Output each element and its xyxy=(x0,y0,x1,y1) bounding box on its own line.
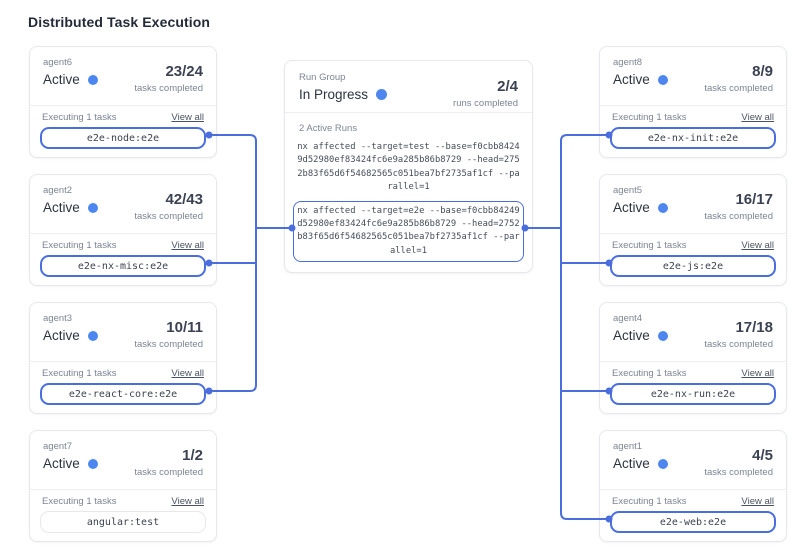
executing-label: Executing 1 tasks xyxy=(612,111,687,123)
agent-name: agent7 xyxy=(43,441,73,452)
executing-label: Executing 1 tasks xyxy=(612,495,687,507)
view-all-link[interactable]: View all xyxy=(171,111,204,123)
tasks-progress-caption: tasks completed xyxy=(134,339,203,350)
view-all-link[interactable]: View all xyxy=(741,111,774,123)
active-status-dot-icon xyxy=(87,202,98,213)
tasks-progress: 16/17 xyxy=(735,191,773,208)
agent-status-label: Active xyxy=(43,456,80,471)
executing-label: Executing 1 tasks xyxy=(42,111,117,123)
view-all-link[interactable]: View all xyxy=(171,239,204,251)
tasks-progress: 8/9 xyxy=(752,63,773,80)
executing-label: Executing 1 tasks xyxy=(612,367,687,379)
executing-label: Executing 1 tasks xyxy=(42,239,117,251)
agent-name: agent3 xyxy=(43,313,73,324)
agent-card-agent2: agent2 Active 42/43 tasks completed Exec… xyxy=(29,174,217,286)
task-pill[interactable]: e2e-nx-misc:e2e xyxy=(40,255,206,277)
tasks-progress: 4/5 xyxy=(752,447,773,464)
agent-card-agent4: agent4 Active 17/18 tasks completed Exec… xyxy=(599,302,787,414)
run-group-label: Run Group xyxy=(299,72,346,83)
agent-status-label: Active xyxy=(43,328,80,343)
agent-status-label: Active xyxy=(613,328,650,343)
active-status-dot-icon xyxy=(87,74,98,85)
run-group-status-label: In Progress xyxy=(299,87,369,102)
tasks-progress: 42/43 xyxy=(165,191,203,208)
executing-label: Executing 1 tasks xyxy=(612,239,687,251)
active-status-dot-icon xyxy=(87,330,98,341)
agent-name: agent4 xyxy=(613,313,643,324)
tasks-progress: 1/2 xyxy=(182,447,203,464)
agent-status-label: Active xyxy=(43,200,80,215)
in-progress-dot-icon xyxy=(376,89,388,100)
agent-name: agent8 xyxy=(613,57,643,68)
agent-card-agent1: agent1 Active 4/5 tasks completed Execut… xyxy=(599,430,787,542)
agent-card-agent8: agent8 Active 8/9 tasks completed Execut… xyxy=(599,46,787,158)
agent-status-label: Active xyxy=(613,456,650,471)
tasks-progress-caption: tasks completed xyxy=(704,211,773,222)
agent-name: agent6 xyxy=(43,57,73,68)
active-status-dot-icon xyxy=(657,202,668,213)
active-runs-label: 2 Active Runs xyxy=(299,123,358,134)
agent-card-agent3: agent3 Active 10/11 tasks completed Exec… xyxy=(29,302,217,414)
page-title: Distributed Task Execution xyxy=(28,14,211,30)
runs-progress: 2/4 xyxy=(497,78,518,95)
view-all-link[interactable]: View all xyxy=(741,495,774,507)
view-all-link[interactable]: View all xyxy=(741,239,774,251)
task-pill[interactable]: e2e-react-core:e2e xyxy=(40,383,206,405)
agent-name: agent5 xyxy=(613,185,643,196)
view-all-link[interactable]: View all xyxy=(171,495,204,507)
active-status-dot-icon xyxy=(657,330,668,341)
run-command: nx affected --target=test --base=f0cbb84… xyxy=(297,142,520,193)
tasks-progress-caption: tasks completed xyxy=(704,339,773,350)
task-pill[interactable]: e2e-nx-init:e2e xyxy=(610,127,776,149)
task-pill[interactable]: e2e-node:e2e xyxy=(40,127,206,149)
task-pill[interactable]: e2e-nx-run:e2e xyxy=(610,383,776,405)
agent-card-agent5: agent5 Active 16/17 tasks completed Exec… xyxy=(599,174,787,286)
executing-label: Executing 1 tasks xyxy=(42,495,117,507)
active-status-dot-icon xyxy=(657,458,668,469)
tasks-progress-caption: tasks completed xyxy=(134,211,203,222)
agent-name: agent2 xyxy=(43,185,73,196)
agent-card-agent6: agent6 Active 23/24 tasks completed Exec… xyxy=(29,46,217,158)
tasks-progress-caption: tasks completed xyxy=(134,83,203,94)
run-command-highlighted[interactable]: nx affected --target=e2e --base=f0cbb842… xyxy=(293,200,524,263)
active-status-dot-icon xyxy=(657,74,668,85)
active-status-dot-icon xyxy=(87,458,98,469)
run-group-panel: Run Group In Progress 2/4 runs completed… xyxy=(284,60,533,273)
executing-label: Executing 1 tasks xyxy=(42,367,117,379)
view-all-link[interactable]: View all xyxy=(741,367,774,379)
agent-card-agent7: agent7 Active 1/2 tasks completed Execut… xyxy=(29,430,217,542)
tasks-progress: 17/18 xyxy=(735,319,773,336)
tasks-progress: 23/24 xyxy=(165,63,203,80)
task-pill[interactable]: e2e-js:e2e xyxy=(610,255,776,277)
agent-status-label: Active xyxy=(613,72,650,87)
view-all-link[interactable]: View all xyxy=(171,367,204,379)
tasks-progress-caption: tasks completed xyxy=(704,83,773,94)
task-pill[interactable]: e2e-web:e2e xyxy=(610,511,776,533)
runs-progress-caption: runs completed xyxy=(453,98,518,109)
agent-name: agent1 xyxy=(613,441,643,452)
tasks-progress-caption: tasks completed xyxy=(704,467,773,478)
tasks-progress-caption: tasks completed xyxy=(134,467,203,478)
tasks-progress: 10/11 xyxy=(166,319,203,336)
task-pill[interactable]: angular:test xyxy=(40,511,206,533)
agent-status-label: Active xyxy=(43,72,80,87)
agent-status-label: Active xyxy=(613,200,650,215)
